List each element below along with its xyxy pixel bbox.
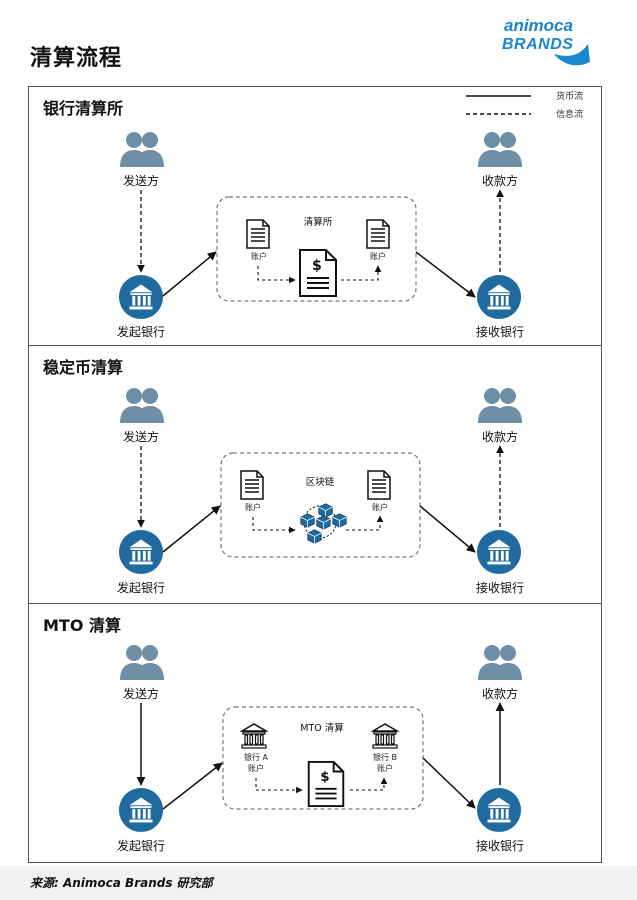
bank-b-icon xyxy=(372,723,398,749)
sender-people-icon xyxy=(120,132,164,167)
receiver-label: 收款方 xyxy=(481,174,519,188)
account-doc-icon xyxy=(240,470,264,500)
animoca-brands-logo: animoca BRANDS xyxy=(498,14,594,66)
footer: 来源: Animoca Brands 研究部 xyxy=(0,866,637,900)
money-arrow xyxy=(422,757,476,809)
info-arrow xyxy=(255,778,303,794)
info-arrow xyxy=(341,265,382,281)
account-label-right: 账户 xyxy=(370,252,386,261)
sender-label: 发送方 xyxy=(122,687,160,701)
ledger-doc-icon xyxy=(307,760,345,808)
mto-clearing-title: MTO 清算 xyxy=(300,723,344,734)
info-arrow xyxy=(252,517,296,534)
origin-bank-label: 发起银行 xyxy=(116,581,166,595)
receiving-bank-icon xyxy=(476,274,522,320)
info-arrow xyxy=(257,266,296,284)
money-arrow xyxy=(415,251,476,298)
panel-title: MTO 清算 xyxy=(43,616,122,635)
account-doc-icon xyxy=(246,219,270,249)
origin-bank-icon xyxy=(118,529,164,575)
info-arrow xyxy=(350,777,388,791)
panel-mto-clearing: MTO 清算 xyxy=(28,603,602,863)
account-label-left: 账户 xyxy=(245,503,261,512)
money-arrow xyxy=(162,251,217,297)
clearing-house-box xyxy=(216,196,417,302)
origin-bank-label: 发起银行 xyxy=(116,839,166,853)
account-doc-icon xyxy=(366,219,390,249)
receiving-bank-label: 接收银行 xyxy=(475,839,525,853)
logo-text-top: animoca xyxy=(504,16,573,35)
account-label-right: 账户 xyxy=(372,503,388,512)
clearing-house-title: 清算所 xyxy=(303,217,333,228)
money-arrow xyxy=(419,505,476,553)
source-note: 来源: Animoca Brands 研究部 xyxy=(30,876,213,890)
sender-label: 发送方 xyxy=(122,430,160,444)
ledger-doc-icon xyxy=(299,249,337,297)
receiving-bank-label: 接收银行 xyxy=(475,581,525,595)
panel-title: 银行清算所 xyxy=(43,99,124,118)
account-doc-icon xyxy=(367,470,391,500)
bank-a-label: 银行 A xyxy=(243,753,269,762)
legend-info-flow-label: 信息流 xyxy=(556,110,584,120)
receiver-label: 收款方 xyxy=(481,687,519,701)
blockchain-box xyxy=(220,452,421,558)
receiver-label: 收款方 xyxy=(481,430,519,444)
account-label-right: 账户 xyxy=(377,764,393,773)
logo-text-bottom: BRANDS xyxy=(502,36,574,53)
money-arrow xyxy=(162,505,221,553)
receiver-people-icon xyxy=(478,132,522,167)
receiving-bank-label: 接收银行 xyxy=(475,325,525,339)
sender-people-icon xyxy=(120,388,164,423)
info-arrow xyxy=(346,515,384,531)
page-title: 清算流程 xyxy=(30,46,123,71)
money-arrow xyxy=(162,762,223,810)
panel-title: 稳定币清算 xyxy=(43,358,124,377)
origin-bank-icon xyxy=(118,787,164,833)
origin-bank-icon xyxy=(118,274,164,320)
receiving-bank-icon xyxy=(476,529,522,575)
receiver-people-icon xyxy=(478,645,522,680)
bank-b-label: 银行 B xyxy=(372,753,398,762)
sender-label: 发送方 xyxy=(122,174,160,188)
origin-bank-label: 发起银行 xyxy=(116,325,166,339)
blockchain-cubes-icon xyxy=(300,503,347,544)
sender-people-icon xyxy=(120,645,164,680)
legend-money-flow-label: 货币流 xyxy=(556,92,584,102)
receiver-people-icon xyxy=(478,388,522,423)
account-label-left: 账户 xyxy=(248,764,264,773)
blockchain-title: 区块链 xyxy=(305,477,335,488)
receiving-bank-icon xyxy=(476,787,522,833)
account-label-left: 账户 xyxy=(251,252,267,261)
bank-a-icon xyxy=(241,723,267,749)
